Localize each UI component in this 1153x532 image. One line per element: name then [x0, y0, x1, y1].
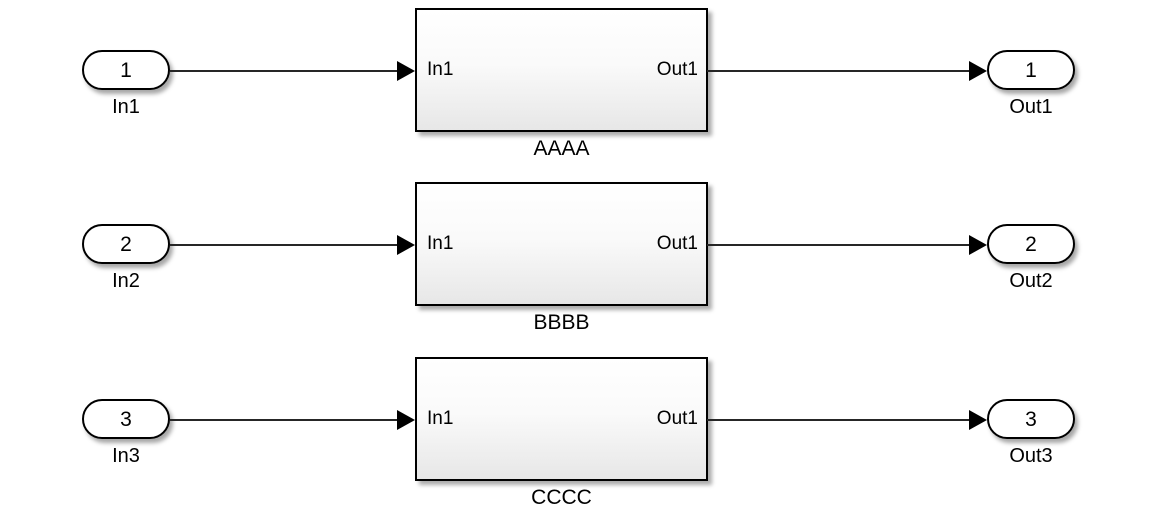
- signal-wire[interactable]: [707, 70, 970, 72]
- outport-block[interactable]: 3: [987, 399, 1075, 439]
- inport-block[interactable]: 3: [82, 399, 170, 439]
- subsystem-in-port-label: In1: [427, 408, 454, 429]
- arrowhead-icon: [969, 410, 987, 430]
- arrowhead-icon: [397, 410, 415, 430]
- outport-block[interactable]: 1: [987, 50, 1075, 90]
- subsystem-block[interactable]: In1 Out1: [415, 182, 708, 306]
- arrowhead-icon: [397, 61, 415, 81]
- inport-number: 1: [120, 58, 132, 82]
- subsystem-name[interactable]: AAAA: [533, 137, 590, 160]
- inport-block[interactable]: 1: [82, 50, 170, 90]
- outport-number: 1: [1025, 58, 1037, 82]
- inport-number: 2: [120, 232, 132, 256]
- signal-wire[interactable]: [170, 419, 398, 421]
- arrowhead-icon: [969, 235, 987, 255]
- inport-label[interactable]: In2: [112, 270, 140, 292]
- subsystem-name[interactable]: CCCC: [531, 486, 592, 509]
- subsystem-in-port-label: In1: [427, 233, 454, 254]
- inport-number: 3: [120, 407, 132, 431]
- outport-number: 3: [1025, 407, 1037, 431]
- subsystem-out-port-label: Out1: [656, 233, 698, 254]
- outport-block[interactable]: 2: [987, 224, 1075, 264]
- subsystem-name[interactable]: BBBB: [533, 311, 590, 334]
- subsystem-block[interactable]: In1 Out1: [415, 357, 708, 481]
- subsystem-out-port-label: Out1: [656, 408, 698, 429]
- inport-block[interactable]: 2: [82, 224, 170, 264]
- signal-wire[interactable]: [707, 244, 970, 246]
- diagram-row: 1 In1 In1 Out1 AAAA 1 Out1: [0, 0, 1153, 172]
- diagram-row: 2 In2 In1 Out1 BBBB 2 Out2: [0, 174, 1153, 346]
- signal-wire[interactable]: [170, 70, 398, 72]
- signal-wire[interactable]: [707, 419, 970, 421]
- inport-label[interactable]: In3: [112, 445, 140, 467]
- arrowhead-icon: [969, 61, 987, 81]
- outport-label[interactable]: Out2: [1009, 270, 1053, 292]
- inport-label[interactable]: In1: [112, 96, 140, 118]
- subsystem-out-port-label: Out1: [656, 59, 698, 80]
- signal-wire[interactable]: [170, 244, 398, 246]
- diagram-row: 3 In3 In1 Out1 CCCC 3 Out3: [0, 349, 1153, 521]
- outport-label[interactable]: Out1: [1009, 96, 1053, 118]
- subsystem-in-port-label: In1: [427, 59, 454, 80]
- subsystem-block[interactable]: In1 Out1: [415, 8, 708, 132]
- arrowhead-icon: [397, 235, 415, 255]
- outport-label[interactable]: Out3: [1009, 445, 1053, 467]
- outport-number: 2: [1025, 232, 1037, 256]
